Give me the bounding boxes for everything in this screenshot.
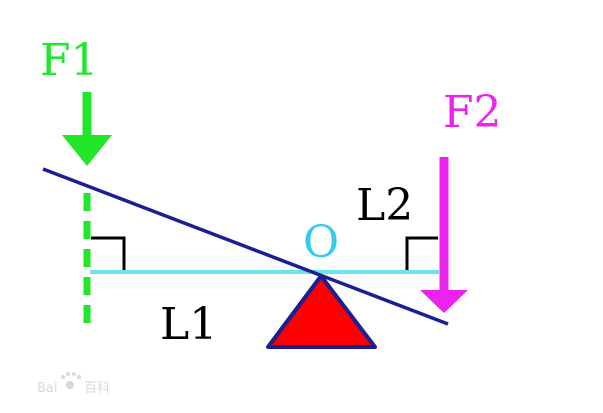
lever-bar (42, 167, 449, 326)
baidu-watermark: Bai 百科 (37, 372, 110, 396)
f2-arrow (420, 157, 468, 313)
fulcrum-triangle (266, 274, 377, 349)
f1-label: F1 (40, 35, 99, 86)
f2-label: F2 (443, 87, 502, 138)
paw-logo-icon (61, 372, 81, 389)
watermark-brand-right: 百科 (84, 381, 110, 396)
l2-label: L2 (356, 180, 413, 231)
f1-arrow (62, 92, 112, 166)
right-angle-marker-left (91, 236, 126, 270)
watermark-brand-left: Bai (37, 381, 58, 396)
l1-label: L1 (160, 299, 217, 350)
right-angle-marker-right (405, 236, 438, 270)
pivot-label: O (303, 217, 339, 268)
